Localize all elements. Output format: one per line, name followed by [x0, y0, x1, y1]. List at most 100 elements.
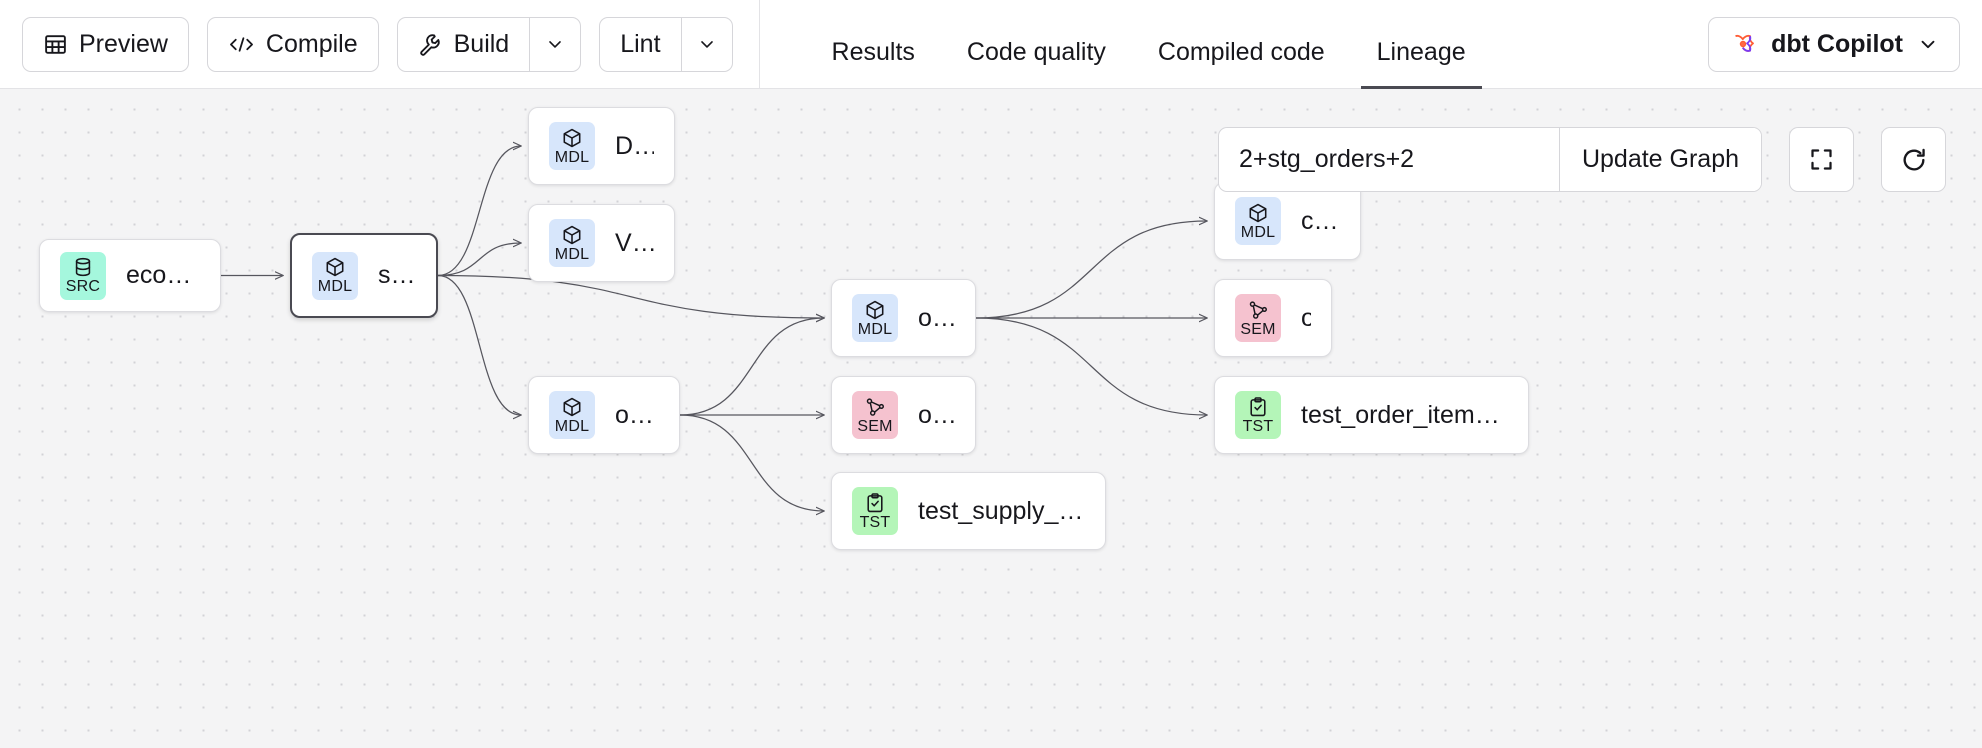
node-type-badge-sem: SEM [1235, 294, 1281, 342]
graph-controls: Update Graph [1217, 127, 1946, 192]
tab-results-label: Results [831, 37, 915, 66]
node-type-badge-mdl: MDL [549, 391, 595, 439]
tab-lineage[interactable]: Lineage [1351, 0, 1492, 89]
node-type-label: MDL [554, 245, 590, 263]
editor-toolbar: Preview Compile [0, 0, 733, 88]
database-icon [72, 256, 94, 278]
cube-icon [1247, 202, 1269, 224]
lineage-edge [437, 146, 521, 277]
node-type-label: SEM [857, 417, 893, 435]
cube-icon [324, 256, 346, 278]
semantic-graph-icon [864, 396, 886, 418]
lineage-edge [975, 221, 1207, 319]
code-brackets-icon [228, 33, 255, 56]
tab-code-quality[interactable]: Code quality [941, 0, 1132, 89]
tab-code-quality-label: Code quality [966, 37, 1106, 66]
node-type-label: MDL [554, 148, 590, 166]
node-type-label: MDL [857, 320, 893, 338]
node-type-label: SEM [1240, 320, 1276, 338]
lineage-node-label: test_order_items_compute_to_bools_c… [1301, 400, 1508, 429]
refresh-graph-button[interactable] [1881, 127, 1946, 192]
semantic-graph-icon [1247, 299, 1269, 321]
lineage-node-label: Demo [615, 131, 654, 160]
graph-layer: SRCecom.raw_ordersMDLstg_ordersMDLDemoMD… [0, 89, 1982, 748]
lineage-node-ve_demo[interactable]: MDL VE_Demo [528, 204, 675, 282]
chevron-down-icon [697, 34, 717, 54]
dbt-copilot-label: dbt Copilot [1771, 29, 1903, 58]
node-type-badge-mdl: MDL [549, 219, 595, 267]
result-tabs: Results Code quality Compiled code Linea… [760, 0, 1492, 89]
lineage-node-customers[interactable]: MDL customers [1214, 182, 1361, 260]
node-type-label: MDL [554, 417, 590, 435]
build-button[interactable]: Build [396, 16, 530, 72]
chevron-down-icon [545, 34, 565, 54]
tab-results[interactable]: Results [806, 0, 941, 89]
lineage-canvas[interactable]: Update Graph [0, 89, 1982, 748]
lineage-node-label: customers [1301, 206, 1340, 235]
lineage-node-label: ecom.raw_orders [126, 261, 200, 289]
lineage-node-orders_mdl[interactable]: MDL orders [831, 279, 976, 357]
cube-icon [561, 127, 583, 149]
lint-split-button: Lint [599, 16, 733, 72]
compile-button-label: Compile [265, 29, 358, 58]
selector-group: Update Graph [1217, 127, 1762, 192]
lineage-node-demo[interactable]: MDL Demo [528, 107, 675, 185]
chevron-down-icon [1917, 33, 1939, 55]
node-type-badge-mdl: MDL [549, 122, 595, 170]
lineage-node-label: orders [1301, 304, 1311, 333]
node-type-label: SRC [65, 278, 101, 295]
lineage-node-label: order_item [918, 400, 955, 429]
lint-button-label: Lint [620, 29, 661, 58]
lineage-node-test_order_items[interactable]: TST test_order_items_compute_to_bools_c… [1214, 376, 1529, 454]
lineage-node-label: order_items [615, 400, 659, 429]
node-type-label: MDL [1240, 223, 1276, 241]
lineage-node-order_item_sem[interactable]: SEM order_item [831, 376, 976, 454]
dbt-copilot-button[interactable]: dbt Copilot [1708, 16, 1960, 72]
update-graph-button[interactable]: Update Graph [1558, 128, 1761, 191]
tab-lineage-label: Lineage [1376, 37, 1466, 66]
dbt-copilot-icon [1729, 30, 1757, 58]
node-type-badge-mdl: MDL [312, 251, 358, 300]
copilot-container: dbt Copilot [1708, 16, 1982, 72]
update-graph-label: Update Graph [1581, 145, 1739, 173]
lineage-edge [437, 243, 521, 277]
lineage-node-label: VE_Demo [615, 228, 654, 257]
preview-button[interactable]: Preview [22, 16, 189, 72]
lineage-node-label: orders [918, 303, 955, 332]
node-type-label: TST [859, 513, 891, 531]
cube-icon [864, 299, 886, 321]
lineage-edge [679, 414, 824, 511]
graph-selector-input[interactable] [1218, 128, 1559, 191]
app-header: Preview Compile [0, 0, 1982, 89]
node-type-badge-sem: SEM [852, 391, 898, 439]
node-type-badge-tst: TST [852, 487, 898, 535]
lineage-node-orders_sem[interactable]: SEM orders [1214, 279, 1332, 357]
lineage-node-order_items[interactable]: MDL order_items [528, 376, 680, 454]
lineage-edge [679, 318, 824, 416]
fullscreen-icon [1808, 146, 1835, 173]
node-type-label: MDL [317, 278, 353, 295]
cube-icon [561, 396, 583, 418]
node-type-badge-src: SRC [60, 251, 106, 300]
wrench-icon [418, 32, 443, 57]
table-icon [43, 32, 68, 57]
node-type-badge-mdl: MDL [852, 294, 898, 342]
tab-compiled-code[interactable]: Compiled code [1132, 0, 1351, 89]
refresh-icon [1900, 146, 1928, 174]
lint-button[interactable]: Lint [599, 16, 681, 72]
fit-view-button[interactable] [1789, 127, 1854, 192]
lineage-edge [437, 274, 521, 416]
build-dropdown-toggle[interactable] [529, 16, 582, 72]
build-button-label: Build [453, 29, 510, 58]
lint-dropdown-toggle[interactable] [680, 16, 733, 72]
tab-compiled-code-label: Compiled code [1157, 37, 1325, 66]
compile-button[interactable]: Compile [206, 16, 379, 72]
lineage-node-raw_orders[interactable]: SRC ecom.raw_orders [39, 239, 221, 312]
node-type-badge-tst: TST [1235, 391, 1281, 439]
lineage-edge [975, 317, 1207, 415]
preview-button-label: Preview [79, 29, 168, 58]
node-type-badge-mdl: MDL [1235, 197, 1281, 245]
